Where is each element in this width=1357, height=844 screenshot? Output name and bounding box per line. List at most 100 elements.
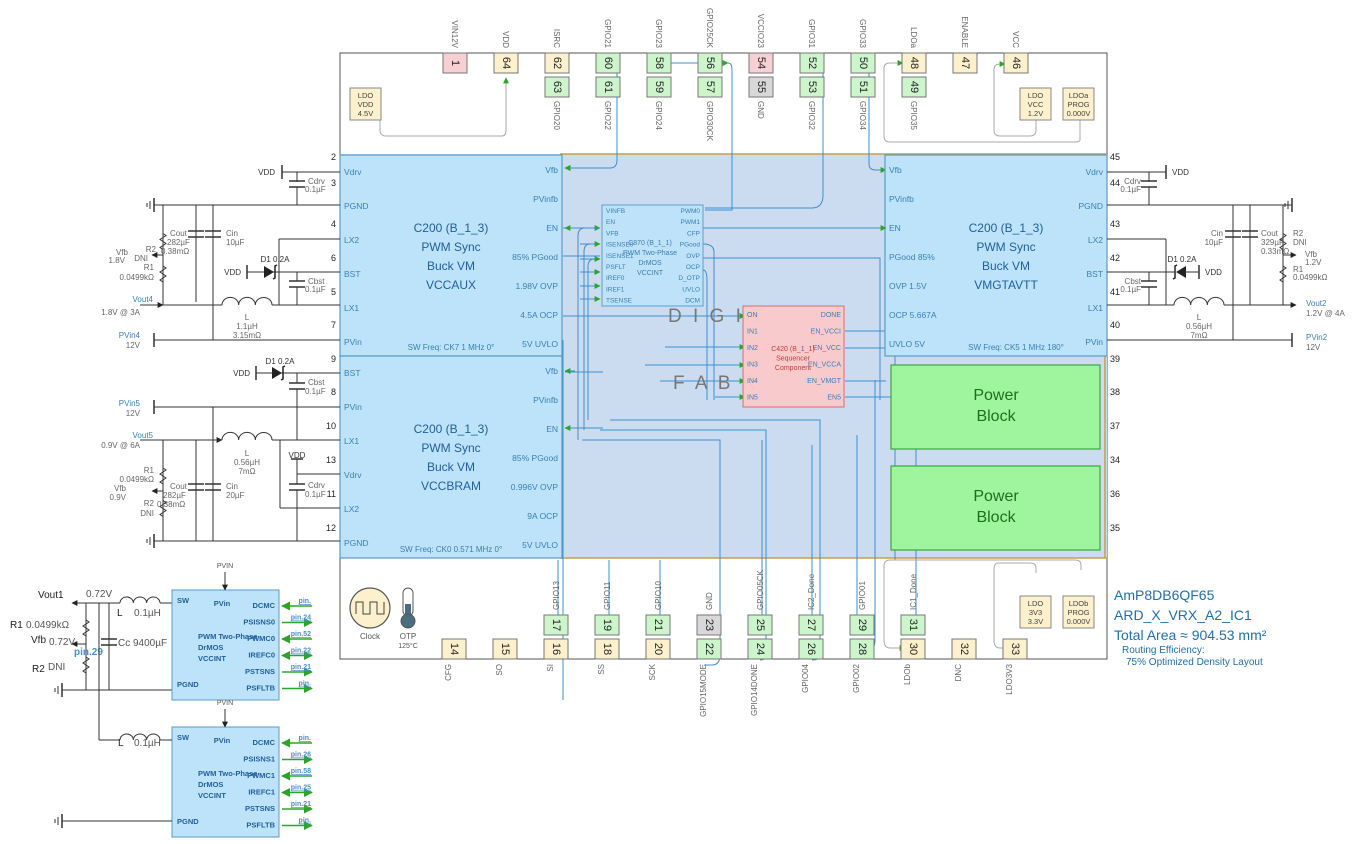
ldo-label: 0.000V [1067, 109, 1091, 118]
pin-number: 16 [550, 643, 562, 655]
pin-label-bottom: IC1_Done [909, 573, 918, 610]
pin-number-left: 8 [331, 387, 336, 397]
label: R2 [1293, 229, 1304, 238]
pin-label: IN5 [747, 395, 758, 402]
pin-link[interactable]: pin.22 [291, 648, 311, 655]
label: PVin4 [119, 331, 141, 340]
pin-47: 47 [952, 52, 978, 74]
pin-box [1003, 52, 1029, 74]
pin-24: 24 [747, 638, 773, 660]
pin-label: EN5 [827, 395, 841, 402]
label: 0.9V [110, 493, 127, 502]
pin-label-bottom: GPIO15MODE [699, 664, 708, 717]
pin-link[interactable]: pin.58 [291, 768, 311, 775]
label: PVin5 [119, 399, 141, 408]
label: VDD [1205, 268, 1222, 277]
label: D1 0.2A [261, 255, 291, 264]
pin-label-bottom: GPIO05CK [756, 569, 765, 610]
pin-number-right: 44 [1110, 178, 1120, 188]
pin-link[interactable]: pin. [299, 598, 311, 605]
pin-label: 5V UVLO [522, 540, 558, 550]
pin-number-left: 7 [331, 320, 336, 330]
pin-label-top: GPIO33 [858, 19, 867, 48]
pin-number-left: 10 [326, 421, 336, 431]
pin-link[interactable]: pin.24 [291, 615, 311, 622]
pin-label-bottom: LDOb [903, 663, 912, 684]
regulator-title: Buck VM [427, 460, 475, 474]
pin-number: 52 [806, 57, 818, 69]
pin-60: 60 [595, 52, 621, 74]
diode-bar [272, 264, 278, 280]
label: 282µF [167, 238, 190, 247]
label: PWM Two-Phase [198, 632, 257, 641]
pin-link[interactable]: pin. [299, 735, 311, 742]
pin-number: 56 [704, 57, 716, 69]
diode [272, 367, 282, 379]
pin-label-bottom: GPIO13 [552, 581, 561, 610]
pin-link[interactable]: pin. [299, 818, 311, 825]
pin-box [850, 52, 876, 74]
pin-label-top: VCC [1011, 31, 1020, 48]
pin-label-bottom: GPIO10 [654, 581, 663, 610]
ldo-label: VDD [358, 100, 374, 109]
pin-label: OVP [686, 253, 700, 260]
label: DNI [1293, 238, 1307, 247]
resistor [159, 460, 167, 492]
pin-box [697, 52, 723, 74]
pin-53: 53 [799, 76, 825, 98]
pin-label: PWM0 [681, 208, 701, 215]
pin-number: 51 [857, 81, 869, 93]
design-name: ARD_X_VRX_A2_IC1 [1114, 607, 1252, 623]
pin-28: 28 [849, 638, 875, 660]
pin-number-right: 45 [1110, 152, 1120, 162]
pin-label: PGood 85% [889, 252, 935, 262]
sequencer-title: Sequencer [776, 356, 811, 363]
pin-number: 28 [856, 643, 868, 655]
drmos-pin: DCMC [253, 738, 276, 747]
fabric-text-digital: D I G I T [668, 306, 766, 327]
pin-link[interactable]: pin.52 [291, 631, 311, 638]
label: 0.56µH [234, 458, 260, 467]
label: 0.1µF [305, 387, 326, 396]
pvin-label: PVIN [217, 700, 233, 707]
pin-link[interactable]: pin.21 [291, 664, 311, 671]
label: DNI [140, 509, 154, 518]
pin-1: 1 [442, 52, 468, 74]
routing-value: 75% Optimized Density Layout [1126, 657, 1263, 668]
clock-icon: Clock [349, 587, 391, 641]
part-number: AmP8DB6QF65 [1114, 587, 1215, 603]
label: R1 [10, 620, 23, 631]
pin-number: 61 [602, 81, 614, 93]
pin-number: 18 [601, 643, 613, 655]
pin-label-bottom: SO [495, 664, 504, 676]
pin-link[interactable]: pin. [299, 681, 311, 688]
label: Cin [226, 229, 238, 238]
label: PGND [177, 680, 199, 689]
pin-label-top: GPIO20 [552, 101, 561, 130]
pin-30: 30 [900, 638, 926, 660]
resistor [159, 225, 167, 258]
pin-link[interactable]: pin.25 [291, 785, 311, 792]
regulator-title: VCCAUX [426, 278, 476, 292]
pin-link[interactable]: pin.26 [291, 752, 311, 759]
label: L [117, 608, 123, 619]
pin-number: 24 [754, 643, 766, 655]
pin-label: DCM [685, 298, 700, 305]
label: VCCINT [198, 654, 226, 663]
pin-link[interactable]: pin.21 [291, 801, 311, 808]
pin-box [646, 52, 672, 74]
pin-box [747, 638, 773, 660]
label: SW [177, 733, 190, 742]
pin-number: 21 [652, 619, 664, 631]
routing-label: Routing Efficiency: [1122, 645, 1205, 656]
ldo-label: LDOb [1069, 599, 1089, 608]
power-block-body [890, 364, 1101, 450]
pin-label: LX2 [1088, 235, 1103, 245]
pin-box [849, 614, 875, 636]
pin-label: BST [344, 368, 361, 378]
pin-label: OCP 5.667A [889, 310, 937, 320]
pin-box [594, 638, 620, 660]
